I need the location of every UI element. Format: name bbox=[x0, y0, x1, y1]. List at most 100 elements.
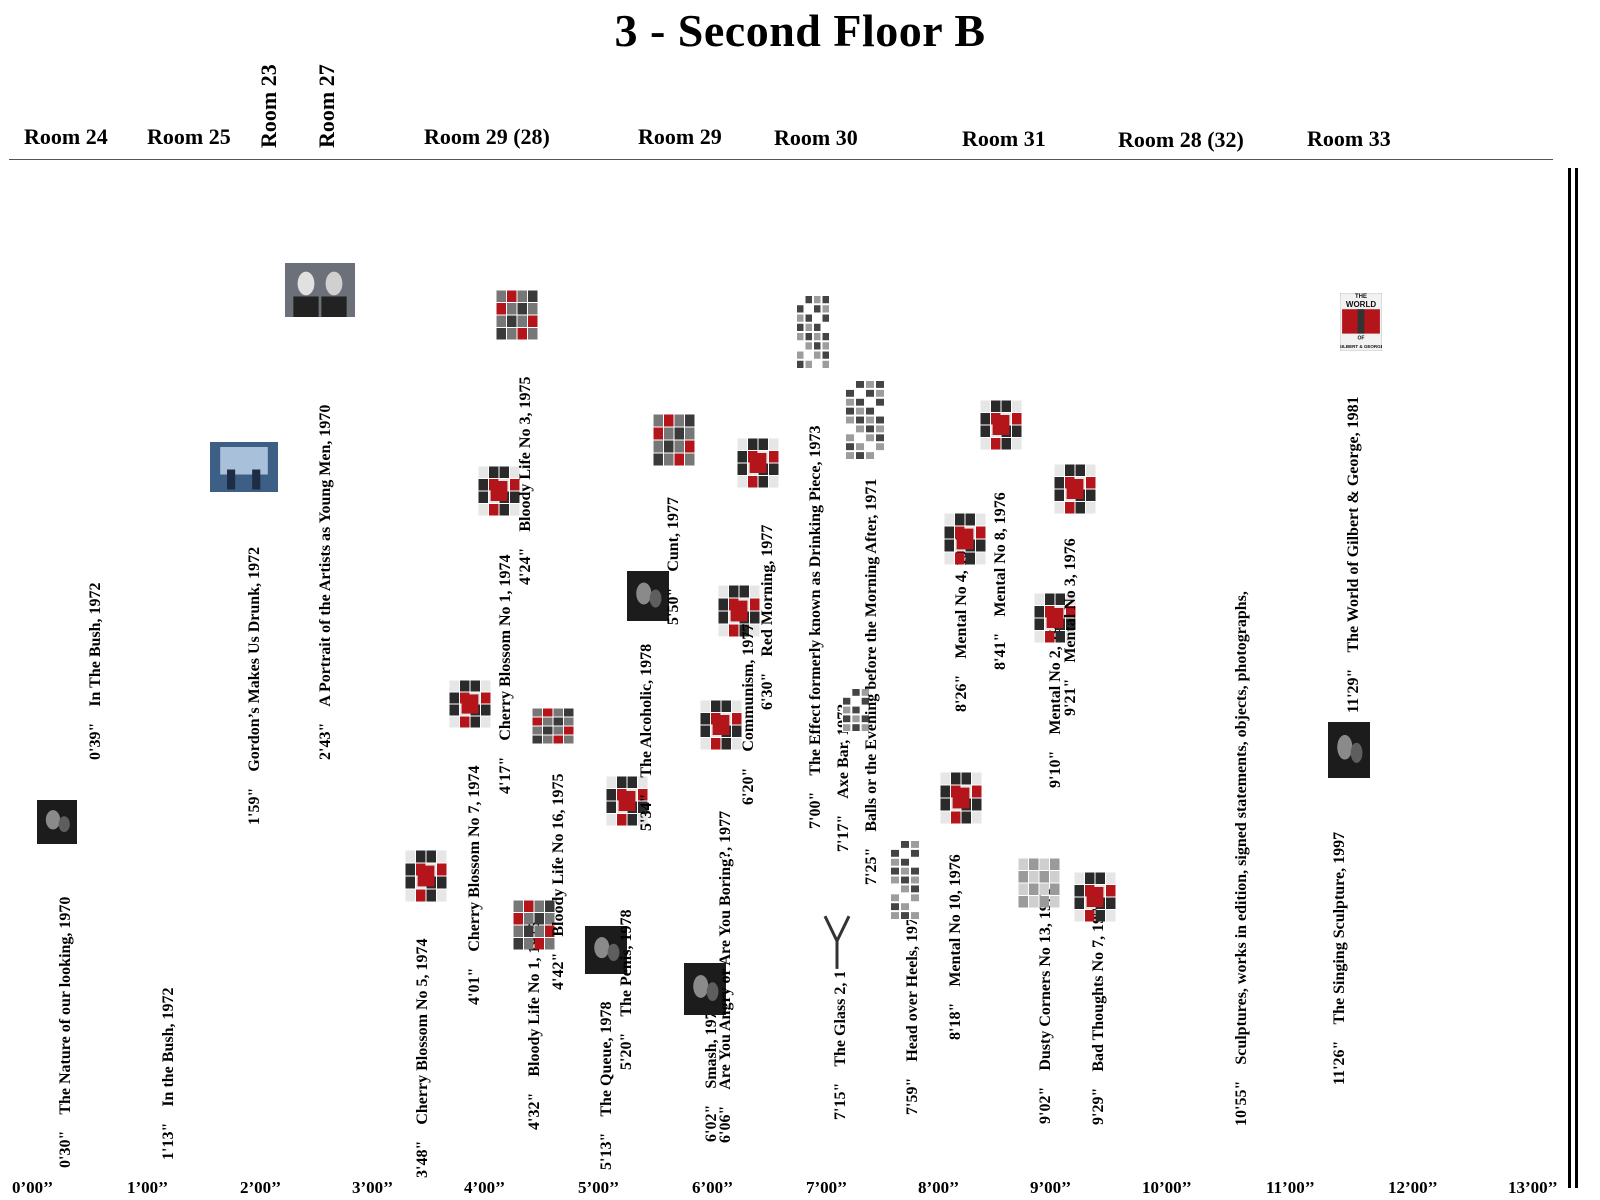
artwork-thumbnail bbox=[737, 438, 779, 488]
artwork-title: Mental No 10, 1976 bbox=[947, 854, 964, 987]
artwork-label: 9'29" Bad Thoughts No 7, 1975 bbox=[1090, 899, 1107, 1125]
artwork-time: 9'10" bbox=[1047, 750, 1064, 788]
artwork-time: 10'55" bbox=[1233, 1080, 1250, 1126]
time-tick: 11’00’’ bbox=[1266, 1178, 1315, 1197]
artwork-label: 10'55"Sculptures, works in edition, sign… bbox=[1233, 591, 1250, 1126]
artwork-label: 5'13" The Queue, 1978 bbox=[598, 1001, 615, 1170]
room-33-label: Room 33 bbox=[1307, 126, 1391, 151]
artwork-time: 9'29" bbox=[1090, 1087, 1107, 1125]
artwork-time: 1'59" bbox=[246, 787, 263, 825]
artwork-label: 9'21"Mental No 3, 1976 bbox=[1062, 538, 1079, 716]
artwork-time: 5'50" bbox=[665, 587, 682, 625]
artwork-time: 4'32" bbox=[526, 1092, 543, 1130]
time-tick: 9’00’’ bbox=[1030, 1178, 1072, 1197]
artwork-thumbnail bbox=[845, 380, 885, 460]
artwork-time: 4'01" bbox=[466, 967, 483, 1005]
artwork-thumbnail bbox=[944, 513, 986, 565]
artwork-thumbnail bbox=[718, 585, 760, 637]
artwork-title: Mental No 3, 1976 bbox=[1062, 538, 1079, 663]
artwork-label: 9'02"Dusty Corners No 13, 1975 bbox=[1037, 887, 1054, 1124]
artwork-thumbnail bbox=[684, 963, 726, 1015]
artwork-thumbnail bbox=[1054, 464, 1096, 514]
artwork-time: 5'13" bbox=[598, 1132, 615, 1170]
artwork-label: 5'20"The Penis, 1978 bbox=[618, 909, 635, 1070]
artwork-thumbnail bbox=[1328, 722, 1370, 778]
artwork-label: 4'32"Bloody Life No 1, 1975 bbox=[526, 922, 543, 1130]
artwork-time: 6'30" bbox=[759, 672, 776, 710]
artwork-time: 3'48" bbox=[414, 1140, 431, 1178]
poster-text: OF bbox=[1358, 335, 1365, 341]
artwork-time: 0'30" bbox=[57, 1130, 74, 1168]
poster-text: GILBERT & GEORGE bbox=[1340, 344, 1382, 349]
artwork-title: The Queue, 1978 bbox=[598, 1001, 615, 1117]
artwork-title: In The Bush, 1972 bbox=[87, 582, 104, 707]
artwork-label: 7'59"Head over Heels, 1973 bbox=[904, 910, 921, 1115]
artwork-title: Gordon’s Makes Us Drunk, 1972 bbox=[246, 546, 263, 772]
artwork-title: Are You Angry or Are You Boring?, 1977 bbox=[717, 810, 734, 1090]
artwork-label: 7'15"The Glass 2, 1973 bbox=[832, 947, 849, 1120]
artwork-title: The Singing Sculpture, 1997 bbox=[1331, 831, 1348, 1025]
artwork-time: 0'39" bbox=[87, 722, 104, 760]
artwork-title: A Portrait of the Artists as Young Men, … bbox=[317, 404, 334, 707]
artwork-thumbnail bbox=[37, 800, 77, 844]
artwork-title: Balls or the Evening before the Morning … bbox=[863, 478, 880, 832]
artwork-title: Red Morning, 1977 bbox=[759, 524, 776, 657]
time-tick: 12’00’’ bbox=[1388, 1178, 1438, 1197]
time-tick: 1’00’’ bbox=[127, 1178, 169, 1197]
artwork-label: 11'29" The World of Gilbert & George, 198… bbox=[1345, 396, 1362, 713]
artwork-thumbnail bbox=[478, 466, 520, 516]
poster-text: WORLD bbox=[1346, 300, 1376, 309]
artwork-time: 8'41" bbox=[992, 632, 1009, 670]
artwork-label: 1'59" Gordon’s Makes Us Drunk, 1972 bbox=[246, 546, 263, 825]
time-tick: 10’00’’ bbox=[1142, 1178, 1192, 1197]
artwork-title: The Alcoholic, 1978 bbox=[638, 643, 655, 778]
artwork-thumbnail bbox=[513, 900, 555, 950]
header-rule bbox=[9, 159, 1553, 160]
artwork-label: 8'18" Mental No 10, 1976 bbox=[947, 854, 964, 1040]
artwork-title: The Nature of our looking, 1970 bbox=[57, 896, 74, 1115]
artwork-title: Cherry Blossom No 1, 1974 bbox=[497, 554, 514, 741]
artwork-time: 7'25" bbox=[863, 847, 880, 885]
time-tick: 4’00’’ bbox=[464, 1178, 506, 1197]
artwork-title: The World of Gilbert & George, 1981 bbox=[1345, 396, 1362, 653]
artwork-thumbnail bbox=[700, 700, 742, 750]
artwork-time: 2'43" bbox=[317, 722, 334, 760]
artwork-thumbnail bbox=[796, 295, 830, 369]
room-29-label: Room 29 bbox=[638, 124, 722, 149]
artwork-title: Dusty Corners No 13, 1975 bbox=[1037, 887, 1054, 1071]
artwork-time: 8'18" bbox=[947, 1002, 964, 1040]
artwork-label: 0'30" The Nature of our looking, 1970 bbox=[57, 896, 74, 1168]
room-30-label: Room 30 bbox=[774, 125, 858, 150]
time-tick: 6’00’’ bbox=[692, 1178, 734, 1197]
artwork-title: Bad Thoughts No 7, 1975 bbox=[1090, 899, 1107, 1072]
artwork-label: 6'30" Red Morning, 1977 bbox=[759, 524, 776, 710]
end-bar-right bbox=[1575, 168, 1578, 1188]
time-tick: 3’00’’ bbox=[352, 1178, 394, 1197]
artwork-time: 7'00" bbox=[807, 791, 824, 829]
artwork-time: 1'13" bbox=[160, 1122, 177, 1160]
artwork-label: 5'34"The Alcoholic, 1978 bbox=[638, 643, 655, 831]
artwork-time: 11'29" bbox=[1345, 668, 1362, 713]
artwork-thumbnail bbox=[1018, 858, 1060, 908]
page-title: 3 - Second Floor B bbox=[614, 5, 986, 56]
artwork-label: 1'13" In the Bush, 1972 bbox=[160, 987, 177, 1160]
time-tick: 5’00’’ bbox=[578, 1178, 620, 1197]
artwork-thumbnail bbox=[627, 571, 669, 621]
artwork-label: 3'48"Cherry Blossom No 5, 1974 bbox=[414, 938, 431, 1178]
artwork-thumbnail bbox=[1074, 872, 1116, 922]
artwork-title: In the Bush, 1972 bbox=[160, 987, 177, 1107]
time-tick: 0’00’’ bbox=[12, 1178, 54, 1197]
artwork-label: 4'17" Cherry Blossom No 1, 1974 bbox=[497, 554, 514, 794]
artwork-label: 4'42"Bloody Life No 16, 1975 bbox=[550, 774, 567, 990]
artwork-thumbnail bbox=[1034, 593, 1076, 643]
room-24-label: Room 24 bbox=[24, 124, 108, 149]
room-29-28-label: Room 29 (28) bbox=[424, 124, 550, 149]
artwork-thumbnail bbox=[405, 850, 447, 902]
artwork-time: 4'17" bbox=[497, 756, 514, 794]
room-28-32-label: Room 28 (32) bbox=[1118, 127, 1244, 152]
artwork-time: 7'17" bbox=[835, 814, 852, 852]
artwork-title: Mental No 8, 1976 bbox=[992, 492, 1009, 617]
time-tick: 13’00’’ bbox=[1508, 1178, 1558, 1197]
artwork-time: 6'20" bbox=[740, 767, 757, 805]
artwork-title: The Penis, 1978 bbox=[618, 909, 635, 1017]
